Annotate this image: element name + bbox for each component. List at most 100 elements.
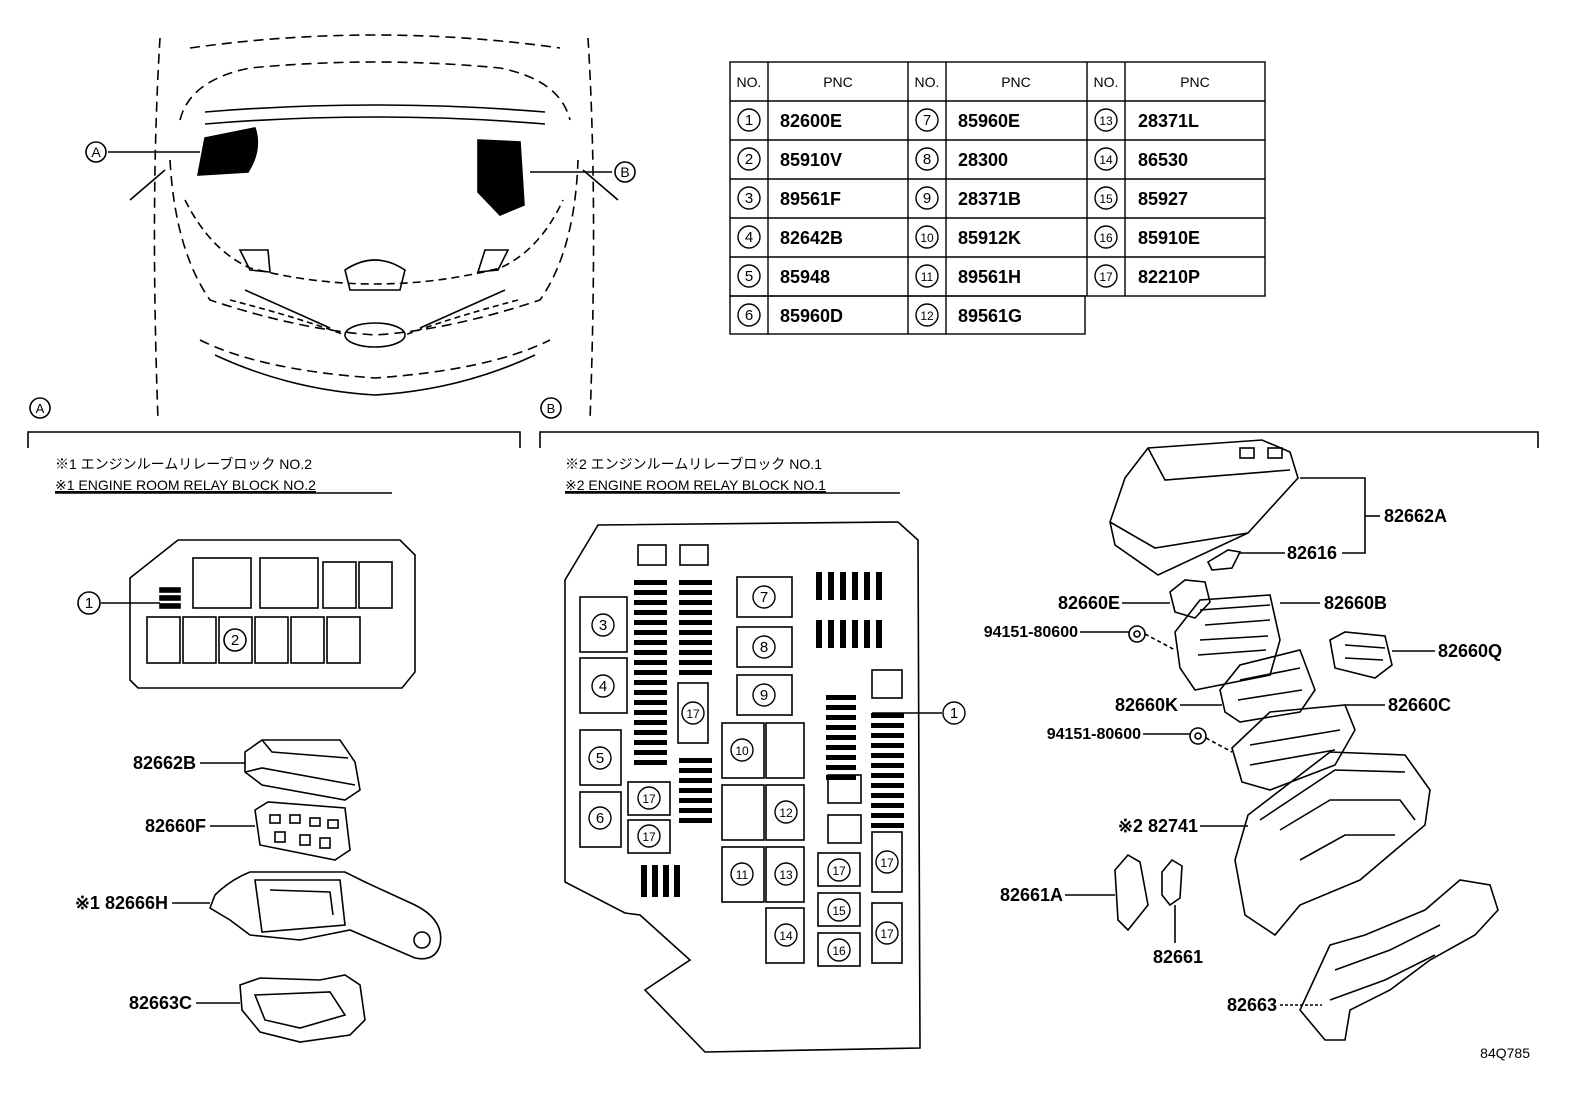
fuse-bar [663, 865, 669, 897]
fuse-bar [679, 650, 712, 655]
table-pnc: 89561F [780, 189, 841, 209]
table-no: 11 [921, 270, 934, 284]
marker-a-1: 1 [85, 595, 93, 612]
fuse-bar [826, 755, 856, 760]
callout-b-label: B [620, 164, 629, 180]
table-pnc: 82210P [1138, 267, 1200, 287]
fuse-bar [826, 765, 856, 770]
fuse-bar [679, 798, 712, 803]
fuse-bar [679, 590, 712, 595]
marker-b: 10 [735, 744, 749, 758]
table-no-circle [915, 264, 939, 288]
part-label-82663c: 82663C [129, 993, 192, 1013]
fuse-bar [679, 600, 712, 605]
section-b-title-en: ※2 ENGINE ROOM RELAY BLOCK NO.1 [565, 477, 826, 493]
fuse-bar [840, 572, 846, 600]
marker-b: 8 [760, 639, 768, 656]
marker-circle [752, 585, 776, 609]
marker-b: 6 [596, 810, 604, 827]
table-no: 2 [745, 151, 753, 168]
part-82661a-drawing [1114, 853, 1149, 932]
part-82660b-drawing [1174, 594, 1281, 691]
fuse-bar [634, 720, 667, 725]
table-no-circle [737, 186, 761, 210]
table-no-circle [737, 225, 761, 249]
marker-b: 17 [880, 927, 894, 941]
fuse-bar [679, 778, 712, 783]
fuse-bar [679, 660, 712, 665]
table-pnc: 89561G [958, 306, 1022, 326]
table-no-circle [915, 147, 939, 171]
table-no: 4 [745, 229, 753, 246]
table-pnc: 28371B [958, 189, 1021, 209]
table-no: 10 [920, 231, 934, 245]
fuse-bar [871, 743, 904, 748]
fuse-bar [679, 818, 712, 823]
part-label-82661a: 82661A [1000, 885, 1063, 905]
fuse-bar [634, 690, 667, 695]
fuse-bar [871, 783, 904, 788]
fuse-bar [634, 630, 667, 635]
table-no-circle [1094, 186, 1118, 210]
marker-circle [875, 921, 899, 945]
fuse-bar [674, 865, 680, 897]
part-82661-drawing [1161, 858, 1183, 907]
section-a-title-en: ※1 ENGINE ROOM RELAY BLOCK NO.2 [55, 477, 316, 493]
part-label-82662b: 82662B [133, 753, 196, 773]
table-pnc: 82600E [780, 111, 842, 131]
table-no: 16 [1099, 231, 1113, 245]
marker-circle [591, 674, 615, 698]
marker-b: 3 [599, 617, 607, 634]
table-header-no: NO. [737, 74, 762, 90]
marker-circle [588, 746, 612, 770]
table-no-circle [915, 225, 939, 249]
marker-circle [730, 738, 754, 762]
fuse-bar [634, 640, 667, 645]
fuse-bar [828, 620, 834, 648]
part-82662b-drawing [244, 739, 361, 801]
fuse-bar [871, 773, 904, 778]
section-a-label: A [36, 401, 45, 416]
relay-block-no1-layout [564, 521, 921, 1053]
fuse-bar [826, 715, 856, 720]
marker-b: 15 [832, 904, 846, 918]
fuse-bar [641, 865, 647, 897]
fuse-bar [634, 580, 667, 585]
section-a-title-jp: ※1 エンジンルームリレーブロック NO.2 [55, 456, 312, 472]
marker-b: 17 [642, 830, 656, 844]
marker-circle [730, 862, 754, 886]
fuse-bar [826, 705, 856, 710]
marker-b: 11 [736, 868, 749, 882]
marker-circle [637, 824, 661, 848]
part-82660c-drawing [1231, 704, 1356, 791]
fuse-bar [634, 660, 667, 665]
part-82616-drawing [1206, 549, 1242, 571]
relay-block-no2-layout [77, 539, 416, 689]
fuse-bar [871, 723, 904, 728]
part-label-82660f: 82660F [145, 816, 206, 836]
part-label-82662a: 82662A [1384, 506, 1447, 526]
fuse-bar [852, 620, 858, 648]
marker-b: 9 [760, 687, 768, 704]
table-no: 7 [923, 112, 931, 129]
marker-b: 17 [880, 856, 894, 870]
marker-a-2: 2 [231, 632, 239, 649]
fuse-bar [634, 700, 667, 705]
pnc-table [729, 61, 1266, 335]
fuse-bar [634, 680, 667, 685]
fuse-bar [871, 753, 904, 758]
marker-circle [774, 923, 798, 947]
callout-a-label: A [91, 144, 101, 160]
fuse-bar [679, 630, 712, 635]
marker-b: 16 [832, 944, 846, 958]
table-no-circle [737, 147, 761, 171]
table-no-circle [1094, 264, 1118, 288]
fuse-bar [816, 572, 822, 600]
marker-circle [827, 938, 851, 962]
fuse-bar [871, 733, 904, 738]
table-no-circle [915, 108, 939, 132]
fuse-bar [679, 580, 712, 585]
fuse-bar [826, 725, 856, 730]
fuse-bar [634, 740, 667, 745]
fuse-bar [828, 572, 834, 600]
